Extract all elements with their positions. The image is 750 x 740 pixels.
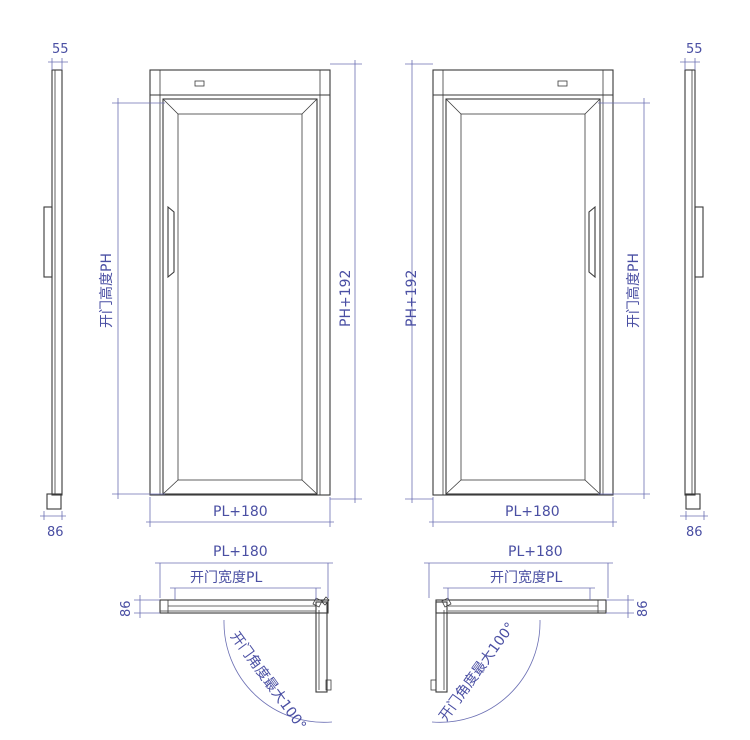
left-front-view: 开门高度PH PH+192 PL+180 (98, 60, 362, 527)
door-handle-icon (167, 205, 175, 279)
depth-86-label-right: 86 (686, 525, 703, 540)
pl-total-label-front-right: PL+180 (505, 504, 560, 520)
pl-total-label-plan-left: PL+180 (213, 544, 268, 560)
left-side-profile: 55 86 (40, 42, 69, 540)
depth-86-label-plan-right: 86 (636, 600, 651, 617)
open-angle-label-right: 开门角度最大100° (436, 620, 518, 725)
door-handle-icon (588, 205, 596, 279)
open-width-label-left: 开门宽度PL (190, 569, 262, 586)
pl-total-label-front-left: PL+180 (213, 504, 268, 520)
right-side-profile: 55 86 (680, 42, 708, 540)
depth-55-label-left: 55 (52, 42, 69, 57)
open-height-label-left: 开门高度PH (98, 253, 115, 328)
lock-icon (557, 80, 568, 87)
depth-55-label-right: 55 (686, 42, 703, 57)
pl-total-label-plan-right: PL+180 (508, 544, 563, 560)
depth-86-label-left: 86 (47, 525, 64, 540)
ph-total-label-left: PH+192 (338, 270, 354, 327)
open-width-label-right: 开门宽度PL (490, 569, 562, 586)
right-plan-view: 开门角度最大100° PL+180 开门宽度PL 86 (424, 544, 651, 724)
right-front-view: PH+192 开门高度PH PL+180 (404, 60, 650, 527)
open-height-label-right: 开门高度PH (625, 253, 642, 328)
open-angle-label-left: 开门角度最大100° (227, 629, 309, 734)
depth-86-label-plan-left: 86 (119, 600, 134, 617)
ph-total-label-right: PH+192 (404, 270, 420, 327)
left-plan-view: 开门角度最大100° PL+180 开门宽度PL 86 (119, 544, 333, 734)
lock-icon (194, 80, 205, 87)
